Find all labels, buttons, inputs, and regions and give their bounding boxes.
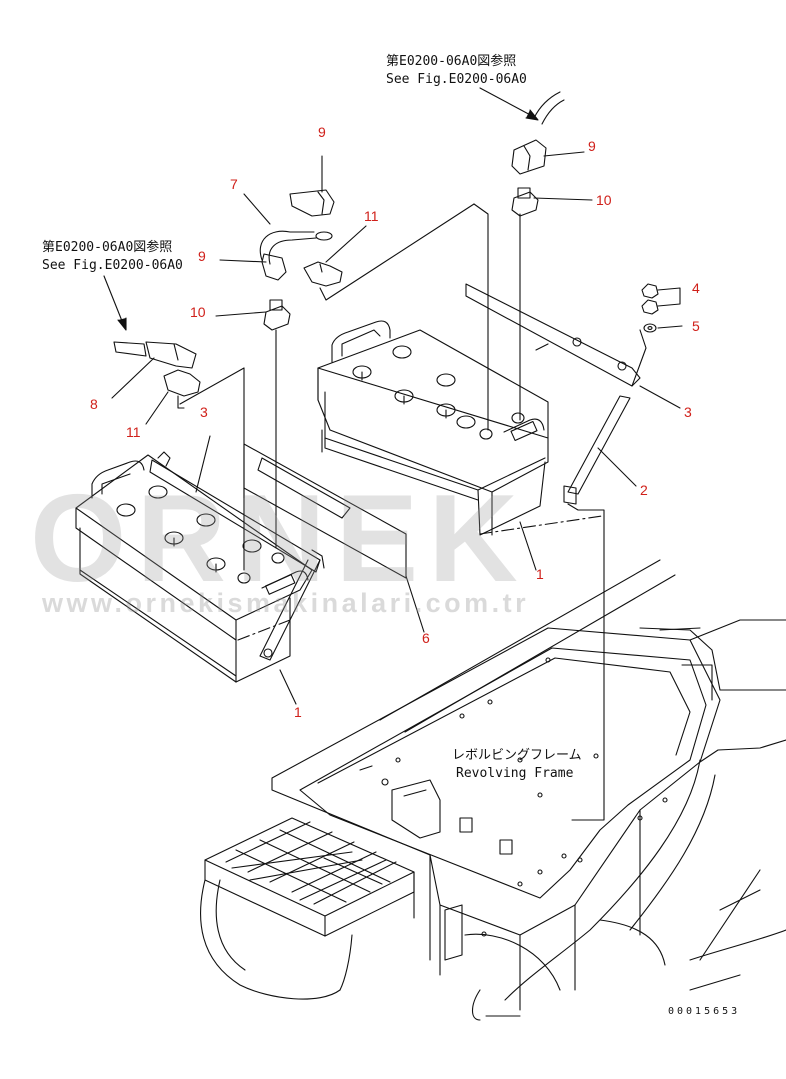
- callout-9-top: 9: [318, 124, 326, 140]
- leader-lines: [103, 87, 683, 705]
- rod-part-2: [563, 395, 631, 821]
- frame-label-jp: レボルビングフレーム: [452, 748, 582, 763]
- reference-upper-en: See Fig.E0200-06A0: [386, 72, 527, 87]
- document-number: 00015653: [668, 1006, 741, 1017]
- callout-6: 6: [422, 630, 430, 646]
- callout-7: 7: [230, 176, 238, 192]
- reference-upper-jp: 第E0200-06A0図参照: [386, 54, 517, 69]
- callout-11-left: 11: [126, 424, 141, 440]
- hold-down-bar-right: [465, 283, 647, 387]
- callout-10-left: 10: [190, 304, 206, 320]
- callout-1-right: 1: [536, 566, 544, 582]
- callout-9-left: 9: [198, 248, 206, 264]
- callout-4: 4: [692, 280, 700, 296]
- battery-left-drawing: [75, 454, 313, 683]
- callout-5: 5: [692, 318, 700, 334]
- revolving-frame-drawing: [200, 559, 786, 1021]
- callout-8: 8: [90, 396, 98, 412]
- watermark-url: www.ornekismakinalari.com.tr: [42, 588, 530, 618]
- callout-9-right: 9: [588, 138, 596, 154]
- reference-left-en: See Fig.E0200-06A0: [42, 258, 183, 273]
- battery-right-drawing: [317, 320, 549, 536]
- callout-11-top: 11: [364, 208, 379, 224]
- callout-1-left: 1: [294, 704, 302, 720]
- reference-left-jp: 第E0200-06A0図参照: [42, 240, 173, 255]
- callout-2: 2: [640, 482, 648, 498]
- callout-3-left: 3: [200, 404, 208, 420]
- hold-down-bar-left: [149, 451, 325, 661]
- frame-label-en: Revolving Frame: [456, 766, 574, 781]
- small-parts: [113, 91, 659, 397]
- callout-3-right: 3: [684, 404, 692, 420]
- callout-10-right: 10: [596, 192, 612, 208]
- watermark-brand: ORNEK: [30, 470, 528, 608]
